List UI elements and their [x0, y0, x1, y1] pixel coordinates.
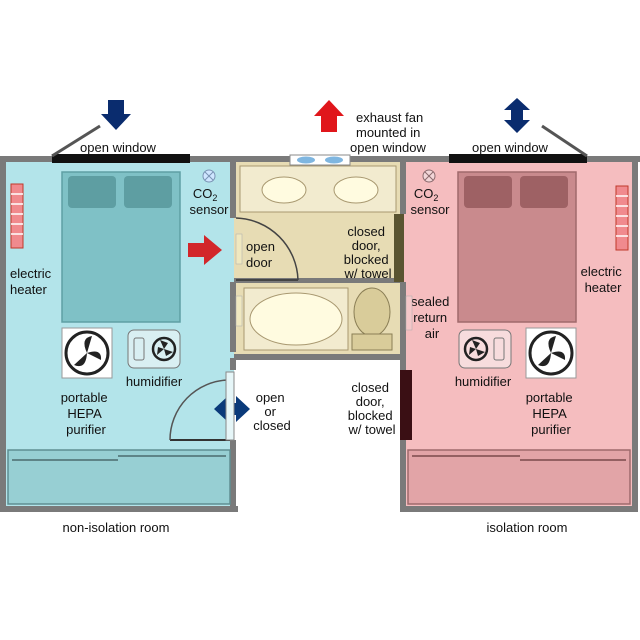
hepa-purifier-right-icon: [525, 327, 577, 379]
return-air-vent: [405, 295, 413, 331]
co2-sensor-right-icon: [422, 169, 436, 183]
sealed-return-air-label: sealed return air: [411, 294, 453, 341]
left-bed: [61, 171, 181, 323]
right-heater-icon: [615, 185, 629, 251]
right-arrow-icon: [188, 235, 222, 265]
closed-door-bath-label: closed door, blocked w/ towel: [344, 224, 393, 281]
down-arrow-icon: [101, 100, 131, 130]
bathroom-door-open: [235, 217, 299, 281]
electric-heater-right-label: electric heater: [581, 264, 626, 295]
exhaust-fan: [289, 154, 351, 166]
bathroom-vent-right: [235, 233, 243, 265]
hepa-purifier-left-label: portable HEPA purifier: [61, 390, 112, 437]
right-window: [449, 124, 588, 163]
hepa-purifier-left-icon: [61, 327, 113, 379]
left-window: [51, 124, 190, 163]
humidifier-right-icon: [458, 329, 512, 369]
hall-closed-door: [400, 370, 412, 440]
open-or-closed-label: open or closed: [253, 390, 291, 433]
hepa-purifier-right-label: portable HEPA purifier: [526, 390, 577, 437]
bathroom-sinks: [239, 165, 397, 213]
exhaust-fan-label: exhaust fan mounted in open window: [350, 110, 427, 155]
co2-sensor-right-label: CO2 sensor: [410, 186, 450, 217]
humidifier-left-label: humidifier: [126, 374, 183, 389]
bathtub: [243, 287, 349, 351]
co2-sensor-left-icon: [202, 169, 216, 183]
left-room-door: [169, 371, 235, 441]
closed-door-hall-label: closed door, blocked w/ towel: [348, 380, 397, 437]
up-down-arrow-icon: [504, 98, 530, 133]
open-door-label: open door: [246, 239, 279, 270]
right-bed: [457, 171, 577, 323]
left-heater-icon: [10, 183, 24, 249]
toilet: [351, 287, 393, 351]
open-window-right-label: open window: [472, 140, 548, 155]
bathroom-closed-door: [394, 214, 404, 282]
humidifier-right-label: humidifier: [455, 374, 512, 389]
electric-heater-left-label: electric heater: [10, 266, 55, 297]
non-isolation-room-label: non-isolation room: [63, 520, 170, 535]
co2-sensor-left-label: CO2 sensor: [189, 186, 229, 217]
bathroom-vent-left: [235, 295, 243, 327]
humidifier-left-icon: [127, 329, 181, 369]
isolation-room-label: isolation room: [487, 520, 568, 535]
right-cabinet: [407, 449, 631, 505]
open-window-left-label: open window: [80, 140, 156, 155]
left-cabinet: [7, 449, 231, 505]
up-arrow-icon: [314, 100, 344, 132]
